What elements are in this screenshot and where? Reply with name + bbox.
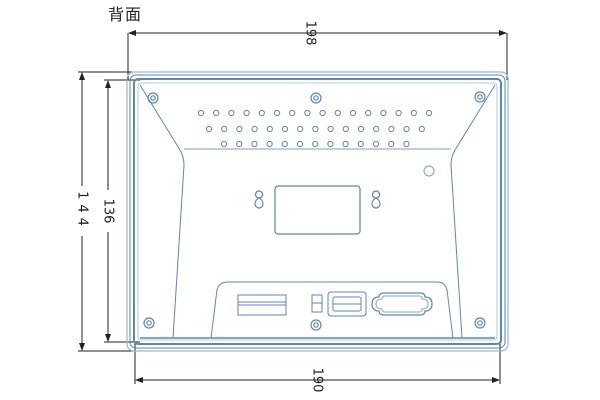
- screw-hole-bottom-right: [474, 317, 486, 329]
- vent-hole: [319, 109, 326, 117]
- vent-hole: [258, 109, 265, 117]
- db9-serial-port: [371, 292, 433, 316]
- vent-hole: [243, 109, 250, 117]
- usb-a-single-port: [327, 291, 367, 317]
- vent-hole: [251, 140, 258, 148]
- vent-hole: [327, 140, 334, 148]
- dimension-190-label: 190: [310, 368, 325, 393]
- vent-hole: [388, 140, 395, 148]
- vent-hole: [296, 140, 304, 148]
- vent-hole: [273, 109, 281, 117]
- vent-hole: [221, 125, 228, 133]
- vent-hole: [403, 140, 410, 148]
- vent-hole: [281, 125, 289, 133]
- vent-hole: [312, 125, 319, 133]
- vent-hole: [373, 125, 380, 133]
- vent-hole: [220, 140, 228, 148]
- indicator-hole: [423, 165, 435, 177]
- screw-hole-bottom-left: [143, 317, 155, 329]
- vent-hole: [357, 125, 365, 133]
- vent-hole: [251, 125, 258, 133]
- vent-holes: [197, 109, 433, 148]
- view-title: 背面: [108, 5, 143, 24]
- screw-hole-top-right: [474, 91, 486, 103]
- vent-hole: [395, 109, 402, 117]
- vent-hole: [334, 109, 341, 117]
- dimension-136-label: 136: [101, 199, 116, 224]
- vent-hole: [228, 109, 235, 117]
- vent-hole: [327, 125, 334, 133]
- dimension-144-label: 144: [75, 191, 90, 231]
- vent-hole: [349, 109, 357, 117]
- screw-hole-top-center: [310, 92, 322, 104]
- vent-hole: [425, 109, 433, 117]
- vent-hole: [205, 125, 213, 133]
- keyhole-left-icon: [254, 190, 264, 209]
- vent-hole: [289, 109, 296, 117]
- rj45-led-port: [311, 294, 323, 313]
- screw-holes: [143, 91, 486, 331]
- vent-hole: [388, 125, 395, 133]
- vent-hole: [297, 125, 304, 133]
- vent-hole: [266, 140, 273, 148]
- vent-hole: [304, 109, 311, 117]
- vent-hole: [410, 109, 417, 117]
- vent-hole: [357, 140, 364, 148]
- vent-hole: [236, 140, 243, 148]
- vent-hole: [197, 109, 205, 117]
- vent-hole: [213, 109, 220, 117]
- dimension-144: [78, 71, 135, 352]
- screw-hole-bottom-center: [310, 319, 322, 331]
- vent-hole: [365, 109, 372, 117]
- vent-hole: [266, 125, 273, 133]
- keyhole-right-icon: [371, 190, 381, 209]
- vent-hole: [418, 125, 425, 133]
- wall-mount: [254, 185, 381, 235]
- vent-hole: [380, 109, 387, 117]
- vent-hole: [372, 140, 380, 148]
- housing-outline: [126, 71, 509, 352]
- dimension-136: [104, 79, 140, 343]
- usb-a-dual-port: [237, 294, 287, 316]
- back-panel-contour: [139, 84, 496, 339]
- dimension-190: [134, 342, 501, 384]
- screw-hole-top-left: [147, 92, 159, 104]
- vent-hole: [236, 125, 243, 133]
- vent-hole: [342, 140, 349, 148]
- mount-plate: [274, 185, 361, 235]
- vent-hole: [403, 125, 410, 133]
- vent-hole: [281, 140, 288, 148]
- vent-hole: [342, 125, 349, 133]
- dimension-198-label: 198: [303, 21, 318, 46]
- io-port-bay: [210, 281, 454, 339]
- vent-hole: [312, 140, 319, 148]
